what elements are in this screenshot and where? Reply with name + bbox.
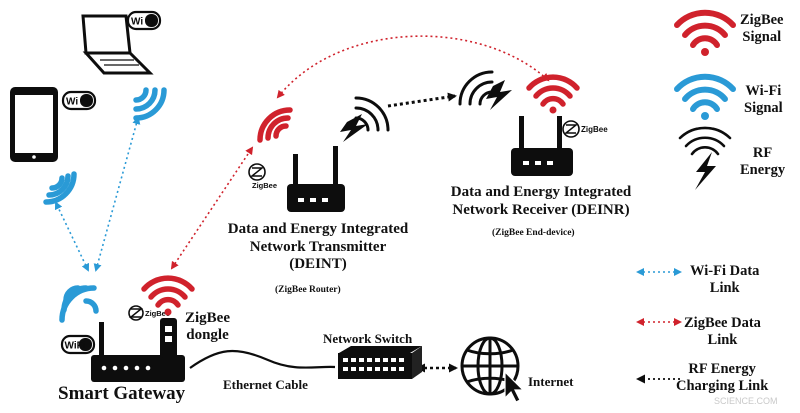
legend-wifi-signal-label: Wi-Fi Signal xyxy=(744,83,783,116)
zigbee-link-deint-deinr xyxy=(276,35,550,99)
legend-rf-energy-icon xyxy=(678,126,732,190)
legend-zigbee-signal-icon xyxy=(674,9,736,56)
ethernet-cable-label: Ethernet Cable xyxy=(223,377,308,392)
deint-label: Data and Energy Integrated Network Trans… xyxy=(227,221,409,273)
legend-rf-energy-label: RF Energy xyxy=(740,145,786,178)
ethernet-cable xyxy=(189,349,336,369)
zigbee-badge-text: ZigBee xyxy=(252,181,277,190)
lightning-icon-deinr xyxy=(486,80,512,110)
legend-wifi-link-label: Wi-Fi Data Link xyxy=(690,263,760,296)
wifi-badge-text: Wi Fi xyxy=(66,97,90,108)
network-switch-label: Network Switch xyxy=(323,331,413,346)
tablet-icon xyxy=(10,87,58,162)
wifi-logo-icon-tablet: Wi Fi xyxy=(61,90,97,111)
internet-label: Internet xyxy=(528,374,574,389)
legend-zigbee-link-label: ZigBee Data Link xyxy=(684,315,761,348)
lightning-icon-deint xyxy=(340,114,368,142)
zigbee-badge-text: ZigBee xyxy=(145,309,170,318)
deinr-role-label: (ZigBee End-device) xyxy=(492,228,575,238)
wifi-signal-tablet xyxy=(43,171,77,205)
zigbee-signal-deint xyxy=(257,107,293,143)
deint-role-label: (ZigBee Router) xyxy=(275,285,341,295)
legend-zigbee-signal-label: ZigBee Signal xyxy=(740,12,784,45)
wifi-signal-gateway xyxy=(59,285,99,323)
smart-gateway-router-icon xyxy=(91,322,185,382)
wifi-badge-text: Wi Fi xyxy=(131,17,155,28)
globe-icon xyxy=(460,336,520,396)
deinr-label: Data and Energy Integrated Network Recei… xyxy=(450,184,632,218)
wifi-logo-icon-gateway: WiFi xyxy=(60,334,96,355)
rf-signal-deint xyxy=(354,96,390,132)
laptop-icon xyxy=(81,14,154,75)
rf-charging-link xyxy=(387,92,457,108)
zigbee-signal-gateway xyxy=(141,275,195,316)
wifi-link-tablet xyxy=(54,201,90,272)
zigbee-dongle-icon xyxy=(160,318,177,358)
zigbee-logo-icon-gateway: ZigBee xyxy=(128,305,170,321)
wifi-link-laptop xyxy=(93,116,141,272)
legend-wifi-signal-icon xyxy=(674,73,736,120)
legend-rf-link-label: RF Energy Charging Link xyxy=(676,361,769,394)
wifi-logo-icon-laptop: Wi Fi xyxy=(126,10,162,31)
zigbee-logo-icon-deint: ZigBee xyxy=(248,163,277,190)
zigbee-badge-text: ZigBee xyxy=(581,125,608,134)
zigbee-logo-icon-deinr: ZigBee xyxy=(562,120,608,138)
deint-router-icon xyxy=(287,146,345,212)
deinr-router-icon xyxy=(511,116,573,176)
zigbee-dongle-label: ZigBee dongle xyxy=(185,310,230,343)
rf-signal-deinr xyxy=(458,70,494,106)
watermark: SCIENCE.COM xyxy=(714,396,778,406)
smart-gateway-label: Smart Gateway xyxy=(58,383,186,404)
cursor-arrow-icon xyxy=(504,370,525,403)
zigbee-signal-deinr xyxy=(526,74,580,114)
network-switch-icon xyxy=(338,346,422,379)
wifi-badge-text: WiFi xyxy=(65,341,86,352)
wifi-signal-laptop xyxy=(133,87,167,121)
zigbee-link-gateway-deint xyxy=(170,146,254,270)
